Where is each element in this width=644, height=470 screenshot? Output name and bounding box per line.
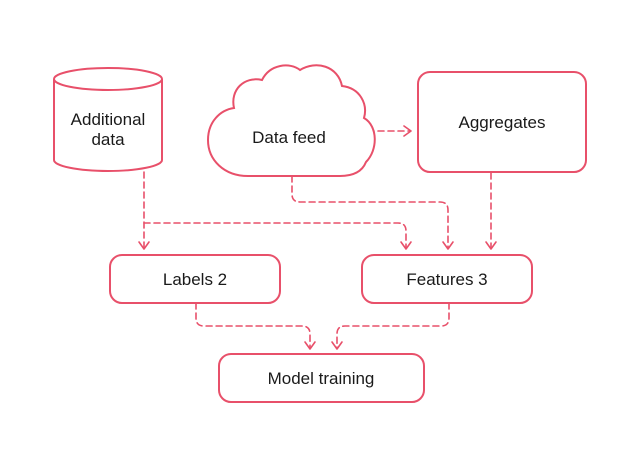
node-aggregates: Aggregates <box>417 71 587 173</box>
node-data-feed: Data feed <box>206 64 376 177</box>
database-cylinder-shape <box>53 79 163 172</box>
arrowhead-modeltraining-from-features <box>331 341 343 350</box>
edges <box>138 125 497 350</box>
labels-label: Labels 2 <box>163 270 227 289</box>
model-training-label: Model training <box>268 369 375 388</box>
data-feed-label: Data feed <box>252 128 326 147</box>
node-additional-data: Additional data <box>53 67 163 172</box>
arrowhead-features-from-datafeed <box>442 241 454 250</box>
node-features: Features 3 <box>361 254 533 304</box>
arrowhead-features-from-aggregates <box>485 241 497 250</box>
edge-datafeed-to-features <box>291 175 449 249</box>
arrowhead-labels-from-additionaldata <box>138 241 150 250</box>
aggregates-box <box>417 71 587 173</box>
arrowhead-features-from-additionaldata <box>400 241 412 250</box>
model-training-box <box>218 353 425 403</box>
edge-features-to-modeltraining <box>336 302 450 349</box>
edge-labels-to-modeltraining <box>195 302 311 349</box>
additional-data-label-line2: data <box>91 130 125 149</box>
arrowhead-modeltraining-from-labels <box>304 341 316 350</box>
node-model-training: Model training <box>218 353 425 403</box>
database-cylinder-top <box>53 67 163 91</box>
labels-box <box>109 254 281 304</box>
node-labels: Labels 2 <box>109 254 281 304</box>
arrowhead-aggregates-from-datafeed <box>403 125 412 137</box>
features-box <box>361 254 533 304</box>
features-label: Features 3 <box>406 270 487 289</box>
edge-additionaldata-to-features <box>143 222 407 249</box>
additional-data-label-line1: Additional <box>71 110 146 129</box>
cloud-shape <box>206 64 376 177</box>
aggregates-label: Aggregates <box>459 113 546 132</box>
